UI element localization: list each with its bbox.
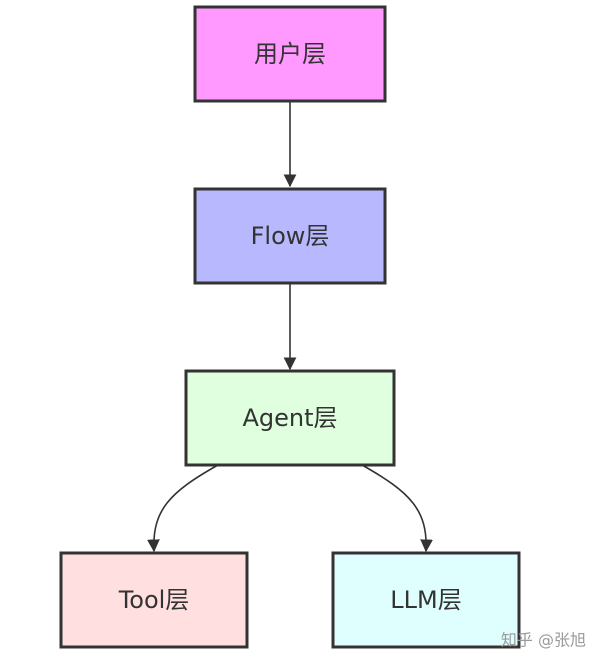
node-tool-layer: Tool层 xyxy=(59,551,249,649)
node-flow-layer: Flow层 xyxy=(193,187,387,285)
node-flow-box xyxy=(193,187,387,285)
node-user-label: 用户层 xyxy=(254,40,326,68)
node-llm-layer: LLM层 xyxy=(331,551,521,649)
edge-agent-to-llm xyxy=(361,464,433,553)
node-user-box xyxy=(193,5,387,103)
node-user-layer: 用户层 xyxy=(193,5,387,103)
node-flow-label: Flow层 xyxy=(251,222,330,250)
node-llm-label: LLM层 xyxy=(390,586,461,614)
node-agent-label: Agent层 xyxy=(242,404,337,432)
watermark-text: 知乎 @张旭 xyxy=(501,631,586,650)
edge-agent-to-tool xyxy=(147,464,219,553)
node-agent-box xyxy=(184,369,396,467)
node-tool-label: Tool层 xyxy=(118,586,190,614)
node-agent-layer: Agent层 xyxy=(184,369,396,467)
node-llm-box xyxy=(331,551,521,649)
node-tool-box xyxy=(59,551,249,649)
